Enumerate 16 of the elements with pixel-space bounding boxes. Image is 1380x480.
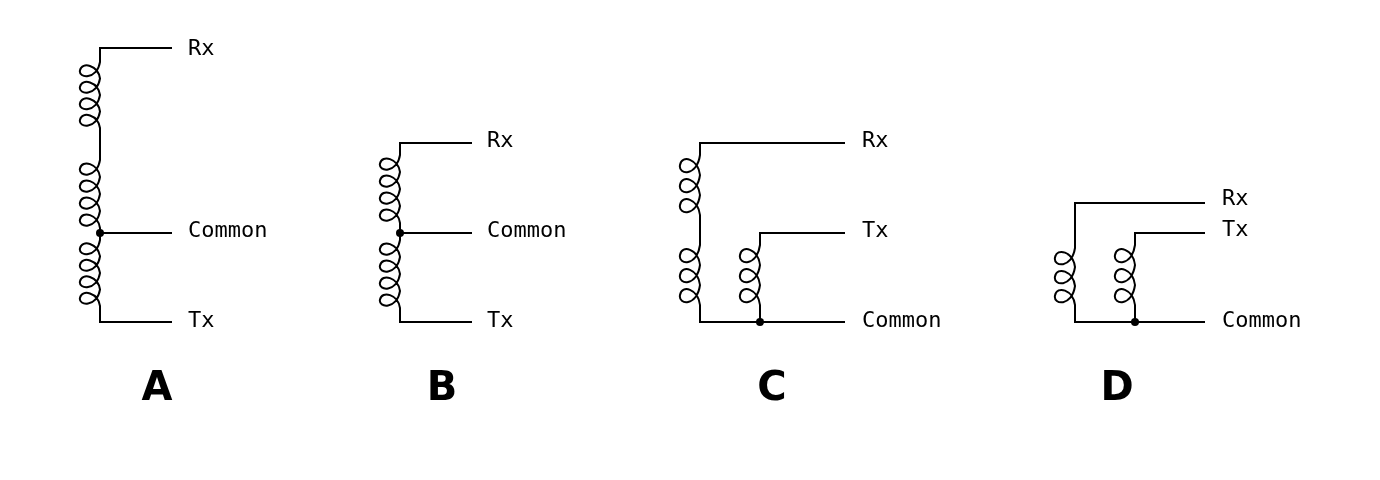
terminal-label: Tx — [1222, 218, 1249, 240]
panel-letter: D — [1100, 366, 1134, 406]
terminal-label: Tx — [487, 309, 514, 331]
terminal-label: Tx — [188, 309, 215, 331]
terminal-label: Rx — [1222, 187, 1249, 209]
terminal-label: Rx — [487, 129, 514, 151]
terminal-label: Rx — [188, 37, 215, 59]
terminal-label: Rx — [862, 129, 889, 151]
terminal-label: Common — [1222, 309, 1302, 331]
terminal-label: Tx — [862, 219, 889, 241]
panel-letter: C — [757, 366, 787, 406]
panel-letter: A — [141, 366, 173, 406]
terminal-label: Common — [188, 219, 268, 241]
panel-letter: B — [426, 366, 458, 406]
terminal-label: Common — [487, 219, 567, 241]
terminal-label: Common — [862, 309, 942, 331]
